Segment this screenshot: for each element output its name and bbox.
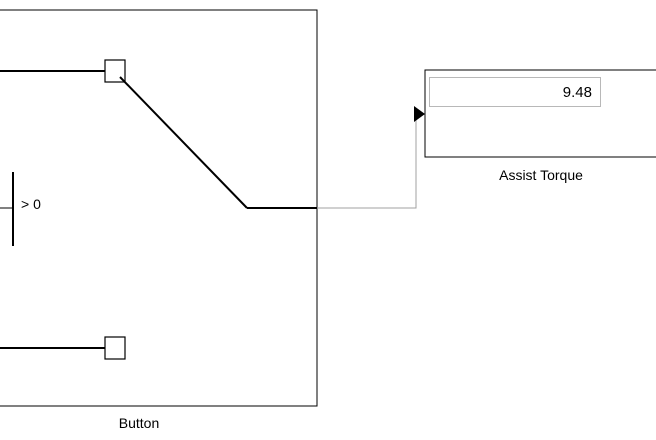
display-block-name[interactable]: Assist Torque bbox=[499, 167, 583, 183]
switch-input-1-contact bbox=[104, 59, 126, 83]
switch-input-3-contact bbox=[104, 336, 126, 360]
switch-arm bbox=[119, 76, 248, 209]
switch-block-name[interactable]: Button bbox=[118, 415, 160, 431]
display-value-field: 9.48 bbox=[429, 77, 601, 107]
display-input-port-arrow bbox=[414, 106, 425, 122]
signal-line[interactable] bbox=[317, 113, 418, 209]
switch-threshold-label: > 0 bbox=[21, 196, 41, 212]
